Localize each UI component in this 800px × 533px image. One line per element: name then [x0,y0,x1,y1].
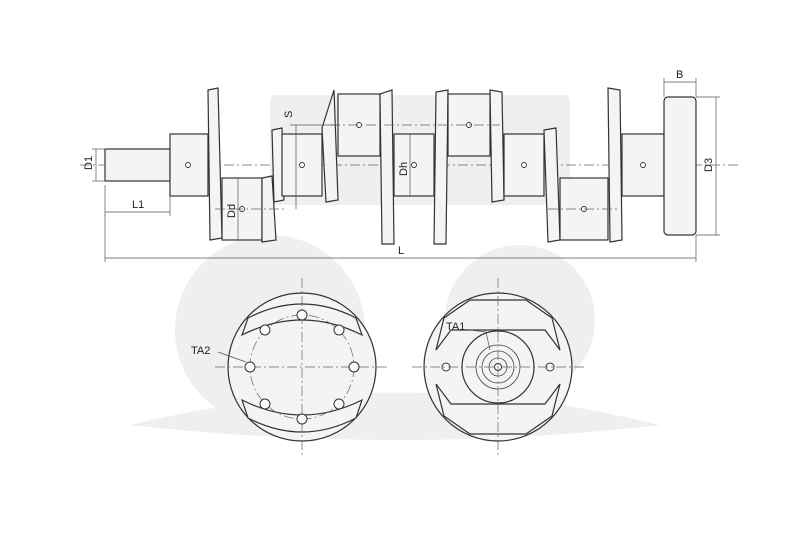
side-view-dimensions: D1 L1 Dd S Dh B D3 L [83,69,720,262]
flange-end-view: TA2 [191,278,390,455]
crank-web [207,87,223,241]
main-journal [503,133,545,197]
dimension-d3-label: D3 [703,158,715,172]
crank-web [271,127,285,203]
flange-bolt-holes [244,309,360,425]
dimension-s-label: S [283,111,295,118]
crank-web [321,89,339,203]
web-top [435,299,561,351]
nose-end-view: TA1 [412,278,585,455]
crank-web [607,87,623,243]
crank-web [433,89,449,245]
dimension-dd-label: Dd [226,204,238,218]
ta1-label: TA1 [446,321,465,333]
dimension-b-label: B [676,69,683,81]
dimension-l1-label: L1 [132,199,144,211]
dimension-l-label: L [398,245,404,257]
ta2-label: TA2 [191,345,210,357]
crank-web [489,89,505,203]
front-shaft [104,148,171,182]
crankshaft-side-view [80,87,740,245]
dimension-dh-label: Dh [398,162,410,176]
crank-web [379,89,395,245]
dimension-d1-label: D1 [83,156,95,170]
oil-hole-markers [185,122,646,212]
flywheel-flange [663,96,697,236]
